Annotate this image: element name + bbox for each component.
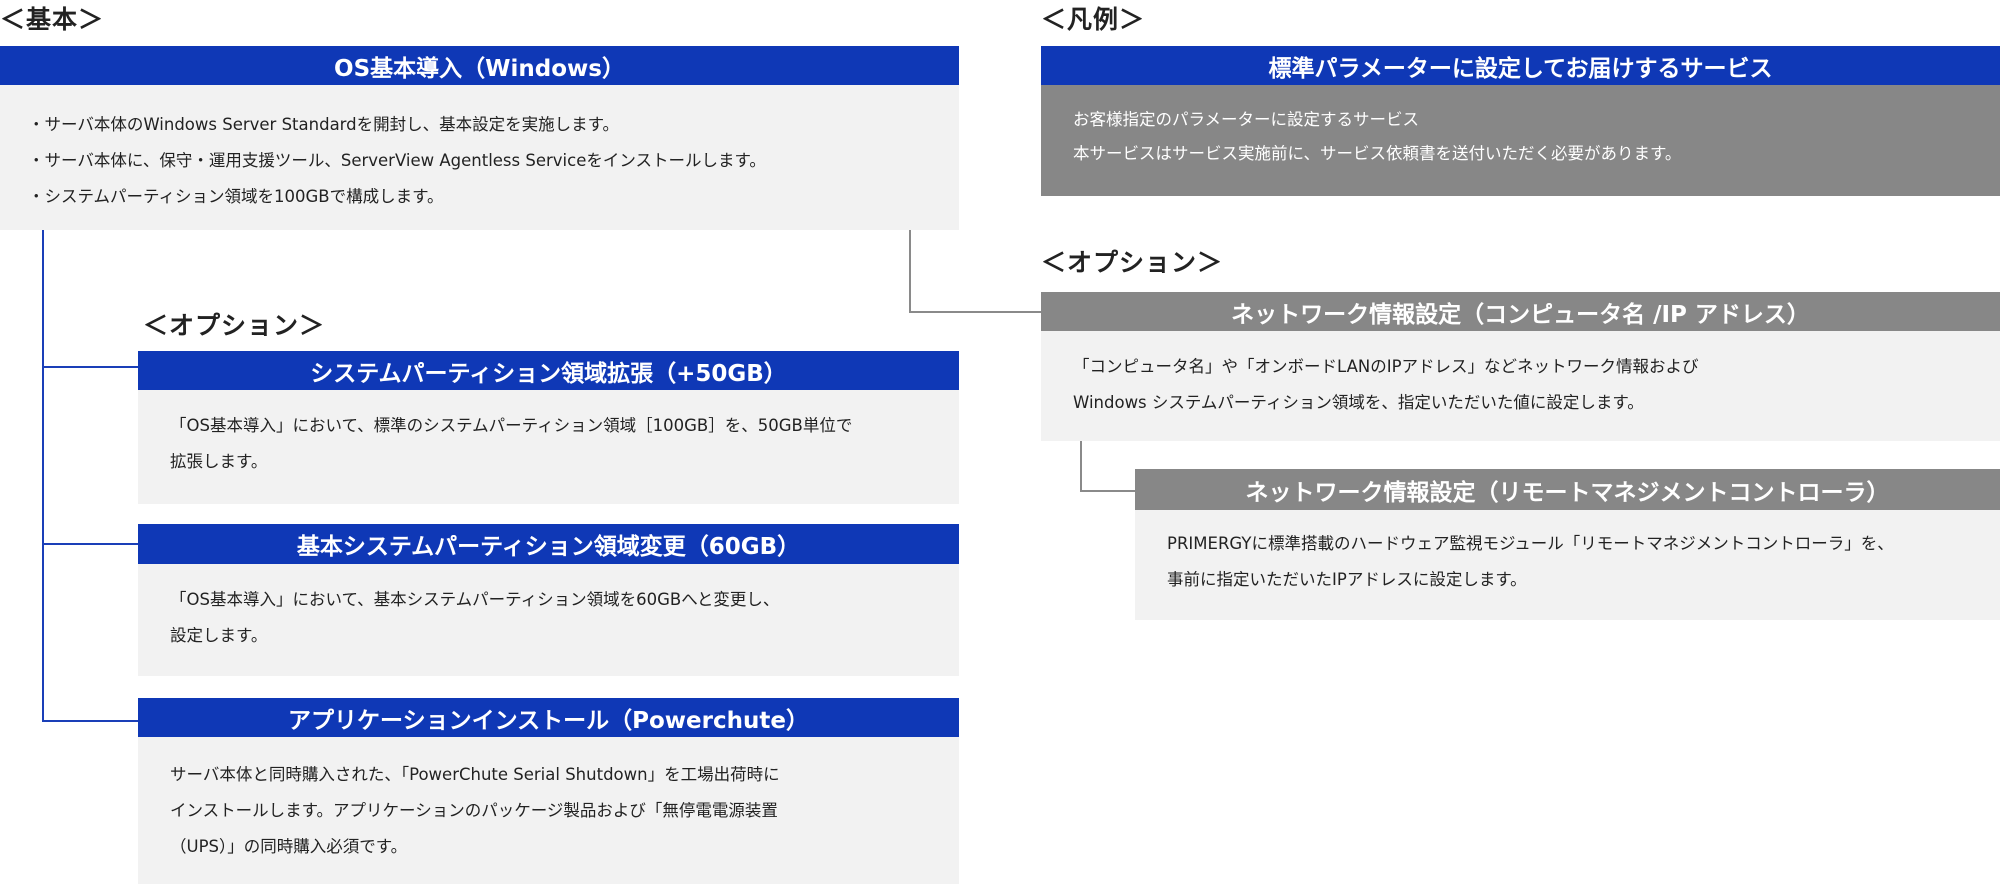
body-line: 「コンピュータ名」や「オンボードLANのIPアドレス」などネットワーク情報および bbox=[1073, 357, 1699, 376]
tree-branch-line bbox=[42, 366, 138, 368]
body-line: 設定します。 bbox=[170, 626, 268, 645]
rmc-connector-line bbox=[1080, 441, 1082, 492]
network-connector-line bbox=[909, 311, 1041, 313]
tree-branch-line bbox=[42, 720, 138, 722]
network-settings-body: 「コンピュータ名」や「オンボードLANのIPアドレス」などネットワーク情報および… bbox=[1041, 331, 2000, 441]
body-line: ・サーバ本体に、保守・運用支援ツール、ServerView Agentless … bbox=[28, 151, 766, 170]
powerchute-body: サーバ本体と同時購入された、「PowerChute Serial Shutdow… bbox=[138, 737, 959, 884]
legend-standard-service: 標準パラメーターに設定してお届けするサービス bbox=[1041, 46, 2000, 85]
partition-change-body: 「OS基本導入」において、基本システムパーティション領域を60GBへと変更し、 … bbox=[138, 564, 959, 676]
body-line: 「OS基本導入」において、標準のシステムパーティション領域［100GB］を、50… bbox=[170, 416, 853, 435]
partition-change-header: 基本システムパーティション領域変更（60GB） bbox=[138, 524, 959, 564]
rmc-settings-header: ネットワーク情報設定（リモートマネジメントコントローラ） bbox=[1135, 469, 2000, 510]
body-line: お客様指定のパラメーターに設定するサービス bbox=[1073, 110, 1420, 129]
network-settings-header: ネットワーク情報設定（コンピュータ名 /IP アドレス） bbox=[1041, 292, 2000, 331]
tree-branch-line bbox=[42, 543, 138, 545]
rmc-connector-line bbox=[1080, 490, 1136, 492]
os-install-body: ・サーバ本体のWindows Server Standardを開封し、基本設定を… bbox=[0, 85, 959, 230]
right-options-title: ＜オプション＞ bbox=[1041, 248, 1224, 277]
partition-expand-body: 「OS基本導入」において、標準のシステムパーティション領域［100GB］を、50… bbox=[138, 390, 959, 504]
body-line: サーバ本体と同時購入された、「PowerChute Serial Shutdow… bbox=[170, 765, 780, 784]
powerchute-header: アプリケーションインストール（Powerchute） bbox=[138, 698, 959, 737]
body-line: インストールします。アプリケーションのパッケージ製品および「無停電電源装置 bbox=[170, 801, 778, 820]
body-line: 本サービスはサービス実施前に、サービス依頼書を送付いただく必要があります。 bbox=[1073, 144, 1682, 163]
body-line: Windows システムパーティション領域を、指定いただいた値に設定します。 bbox=[1073, 393, 1644, 412]
legend-custom-service: お客様指定のパラメーターに設定するサービス 本サービスはサービス実施前に、サービ… bbox=[1041, 85, 2000, 196]
rmc-settings-body: PRIMERGYに標準搭載のハードウェア監視モジュール「リモートマネジメントコン… bbox=[1135, 510, 2000, 620]
body-line: ・システムパーティション領域を100GBで構成します。 bbox=[28, 187, 444, 206]
basic-section-title: ＜基本＞ bbox=[0, 5, 105, 34]
left-options-title: ＜オプション＞ bbox=[143, 311, 326, 340]
body-line: ・サーバ本体のWindows Server Standardを開封し、基本設定を… bbox=[28, 115, 620, 134]
body-line: 拡張します。 bbox=[170, 452, 268, 471]
tree-trunk-line bbox=[42, 230, 44, 722]
body-line: 「OS基本導入」において、基本システムパーティション領域を60GBへと変更し、 bbox=[170, 590, 780, 609]
os-install-header: OS基本導入（Windows） bbox=[0, 46, 959, 85]
partition-expand-header: システムパーティション領域拡張（+50GB） bbox=[138, 351, 959, 390]
network-connector-line bbox=[909, 230, 911, 313]
body-line: PRIMERGYに標準搭載のハードウェア監視モジュール「リモートマネジメントコン… bbox=[1167, 534, 1894, 553]
body-line: 事前に指定いただいたIPアドレスに設定します。 bbox=[1167, 570, 1527, 589]
body-line: （UPS）」の同時購入必須です。 bbox=[170, 837, 408, 856]
legend-title: ＜凡例＞ bbox=[1041, 5, 1146, 34]
